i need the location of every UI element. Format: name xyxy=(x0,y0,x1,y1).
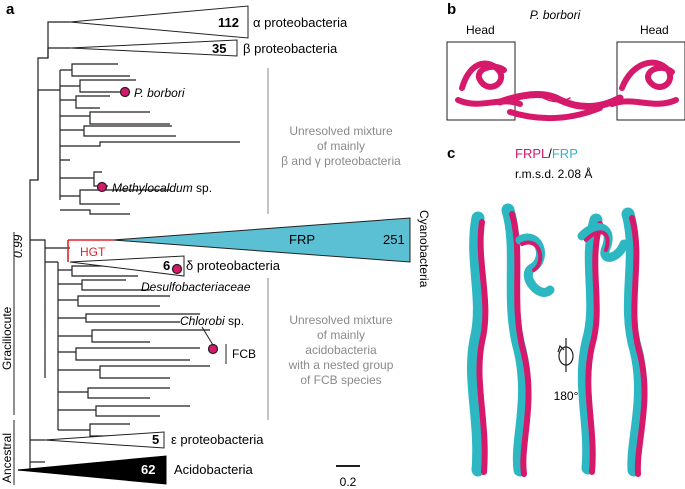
frpl-helix xyxy=(509,211,532,477)
tree-branch xyxy=(37,89,60,180)
head-right-label: Head xyxy=(640,23,669,37)
clade-count-alpha: 112 xyxy=(218,15,239,30)
frpl-helix xyxy=(629,215,648,477)
unresolved-bottom-line: of FCB species xyxy=(300,373,381,387)
clade-triangle-epsilon xyxy=(44,431,165,449)
central-helix xyxy=(496,91,624,111)
clade-count-delta: 6 xyxy=(163,258,170,273)
clade-triangle-frp xyxy=(112,217,411,263)
clade-count-acidobacteria: 62 xyxy=(141,462,155,477)
species-desulfobacteriaceae: Desulfobacteriaceae xyxy=(141,280,251,294)
clade-name-beta: β proteobacteria xyxy=(243,41,338,56)
clade-triangle-alpha xyxy=(69,5,249,39)
clade-count-frp: 251 xyxy=(383,232,405,247)
rmsd-value: r.m.s.d. 2.08 Å xyxy=(515,166,592,181)
scale-bar-label: 0.2 xyxy=(340,475,357,489)
rotation-icon xyxy=(557,338,574,372)
clade-name-acidobacteria: Acidobacteria xyxy=(174,462,254,477)
marker-p-borbori xyxy=(119,86,131,98)
species-methylocaldum: Methylocaldum sp. xyxy=(112,181,212,195)
frp-loop xyxy=(515,233,555,297)
frpl-loop xyxy=(520,240,543,272)
species-fcb: FCB xyxy=(232,347,256,361)
unresolved-bottom-line: Unresolved mixture xyxy=(289,313,393,327)
central-helix-2 xyxy=(507,105,603,122)
rotation-arrowhead xyxy=(557,344,565,353)
tree-branch xyxy=(59,63,240,215)
species-markers xyxy=(96,86,219,355)
helix-right xyxy=(619,59,675,91)
head-right-box xyxy=(616,41,685,121)
phylogenetic-tree xyxy=(18,21,240,471)
unresolved-top-text: Unresolved mixture of mainly β and γ pro… xyxy=(281,124,401,168)
marker-methylocaldum xyxy=(96,181,108,193)
rotation-arc xyxy=(558,346,574,366)
marker-delta xyxy=(171,263,183,275)
panel-label-a: a xyxy=(6,1,15,18)
chlorobi-leader xyxy=(201,326,214,346)
tree-branch xyxy=(47,47,70,58)
frpl-helix xyxy=(585,221,603,475)
unresolved-bottom-line: acidobacteria xyxy=(305,343,377,357)
clade-triangle-acidobacteria xyxy=(17,455,167,485)
panel-label-c: c xyxy=(447,145,455,162)
helix-left-2 xyxy=(455,97,523,107)
unresolved-top-line: of mainly xyxy=(317,139,365,153)
cyanobacteria-label: Cyanobacteria xyxy=(417,210,431,288)
unresolved-top-line: β and γ proteobacteria xyxy=(281,154,401,168)
clade-name-alpha: α proteobacteria xyxy=(253,15,348,30)
species-p-borbori: P. borbori xyxy=(134,86,185,100)
clade-name-frp: FRP xyxy=(289,232,315,247)
clade-name-delta: δ proteobacteria xyxy=(186,258,281,273)
helix-right-2 xyxy=(609,97,679,107)
clade-count-epsilon: 5 xyxy=(152,432,159,447)
panel-label-b: b xyxy=(447,1,456,18)
protein-structure-b xyxy=(455,59,679,122)
helix-left xyxy=(459,60,507,91)
rmsd-legend: FRPL/FRP xyxy=(515,146,578,161)
rotation-label: 180° xyxy=(554,389,579,403)
frp-helix xyxy=(577,213,603,475)
frpl-loop xyxy=(584,230,610,252)
unresolved-bottom-line: with a nested group xyxy=(288,358,394,372)
superposed-structure-right xyxy=(577,207,648,477)
graciliocute-label: Graciliocute xyxy=(0,306,14,370)
clade-name-epsilon: ε proteobacteria xyxy=(171,432,264,447)
bootstrap-value: 0.99 xyxy=(11,234,25,258)
tree-branch xyxy=(18,21,70,471)
loop xyxy=(539,95,571,103)
head-left-box xyxy=(446,41,516,121)
tree-branch xyxy=(30,239,210,441)
unresolved-bottom-text: Unresolved mixture of mainly acidobacter… xyxy=(288,313,394,387)
unresolved-top-line: Unresolved mixture xyxy=(289,124,393,138)
marker-chlorobi xyxy=(207,343,219,355)
head-left-label: Head xyxy=(466,23,495,37)
superposed-structure-left xyxy=(467,203,555,477)
panel-b-title: P. borbori xyxy=(530,8,581,22)
clade-triangle-beta xyxy=(69,39,238,57)
species-chlorobi: Chlorobi sp. xyxy=(180,314,244,328)
frp-helix xyxy=(467,211,486,477)
ancestral-label: Ancestral xyxy=(0,433,14,483)
hgt-label: HGT xyxy=(80,245,106,259)
clade-count-beta: 35 xyxy=(212,41,226,56)
unresolved-bottom-line: of mainly xyxy=(317,328,365,342)
frpl-helix xyxy=(476,219,489,475)
clade-triangle-delta xyxy=(69,255,185,277)
